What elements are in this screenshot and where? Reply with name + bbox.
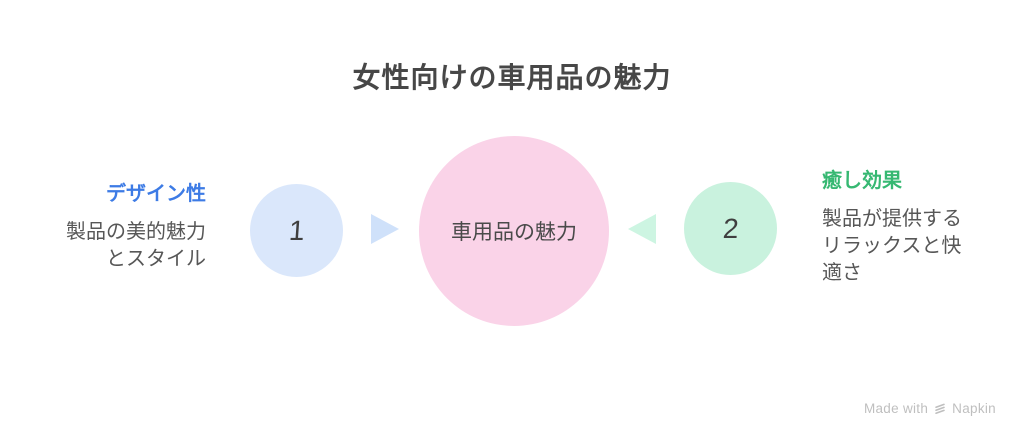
napkin-logo-icon — [933, 402, 947, 416]
arrow-left-icon — [628, 214, 656, 244]
factor-1-number: 1 — [287, 214, 306, 246]
factor-2-text-block: 癒し効果 製品が提供する リラックスと快 適さ — [822, 169, 1000, 287]
factor-2-number: 2 — [721, 212, 740, 244]
factor-1-number-circle: 1 — [250, 184, 343, 277]
center-node: 車用品の魅力 — [419, 136, 609, 326]
napkin-badge[interactable]: Made with Napkin — [864, 401, 996, 416]
center-node-label: 車用品の魅力 — [451, 221, 577, 244]
arrow-right-icon — [371, 214, 399, 244]
factor-2-number-circle: 2 — [684, 182, 777, 275]
diagram-title: 女性向けの車用品の魅力 — [352, 62, 672, 93]
factor-1-description: 製品の美的魅力 とスタイル — [66, 221, 206, 270]
factor-1-text-block: デザイン性 製品の美的魅力 とスタイル — [28, 182, 206, 273]
brand-label: Napkin — [952, 401, 996, 416]
factor-2-heading: 癒し効果 — [822, 170, 902, 192]
factor-2-description: 製品が提供する リラックスと快 適さ — [822, 208, 962, 284]
made-with-label: Made with — [863, 401, 929, 416]
factor-1-heading: デザイン性 — [106, 183, 206, 205]
